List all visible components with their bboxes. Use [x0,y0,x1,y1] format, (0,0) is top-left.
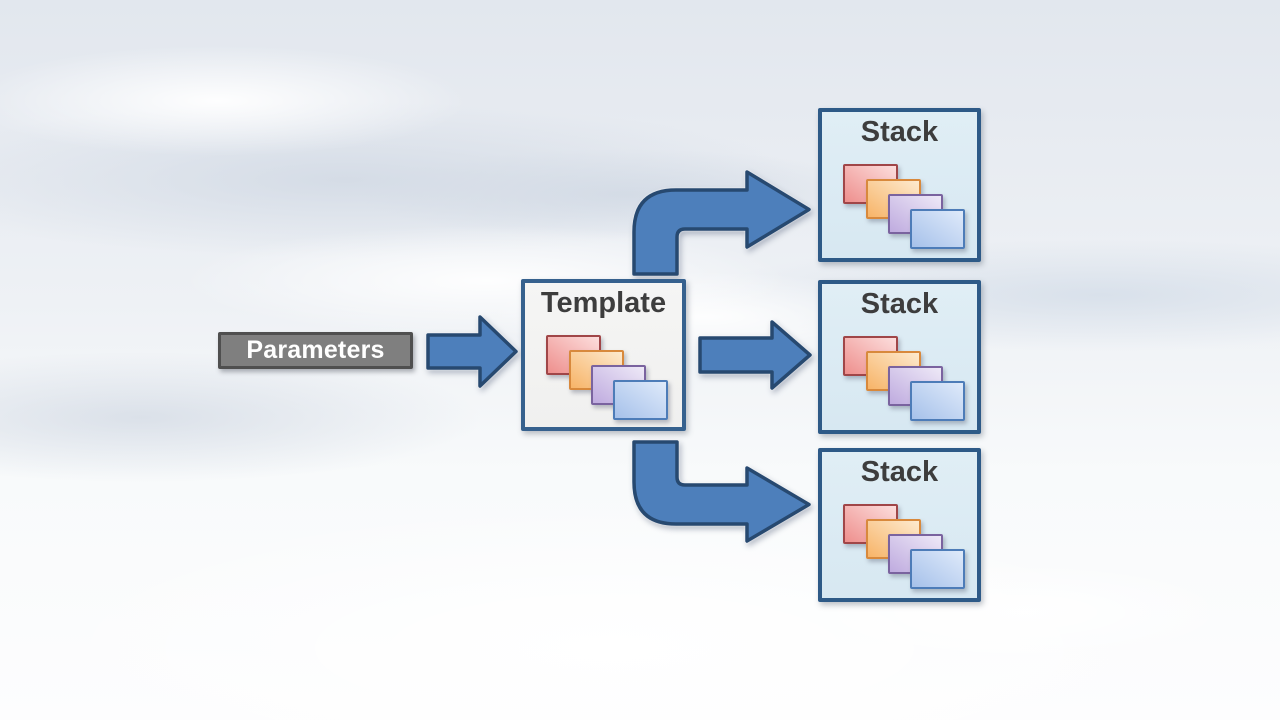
stack-2-title: Stack [860,288,939,320]
template-title: Template [540,287,667,319]
arrow-template-to-stack-3 [632,440,811,543]
arrow-template-to-stack-2 [698,320,812,390]
arrow-template-to-stack-1 [632,170,811,276]
stack-3-title: Stack [860,456,939,488]
stack-2-card-blue-icon [910,381,965,421]
parameters-box: Parameters [218,332,413,369]
template-card-blue-icon [613,380,668,420]
stack-1-card-blue-icon [910,209,965,249]
stack-3-card-blue-icon [910,549,965,589]
stack-box-3: Stack [818,448,981,602]
stack-1-title: Stack [860,116,939,148]
parameters-label: Parameters [246,336,385,364]
arrow-parameters-to-template [426,315,518,388]
template-box: Template [521,279,686,431]
stack-box-2: Stack [818,280,981,434]
stack-box-1: Stack [818,108,981,262]
